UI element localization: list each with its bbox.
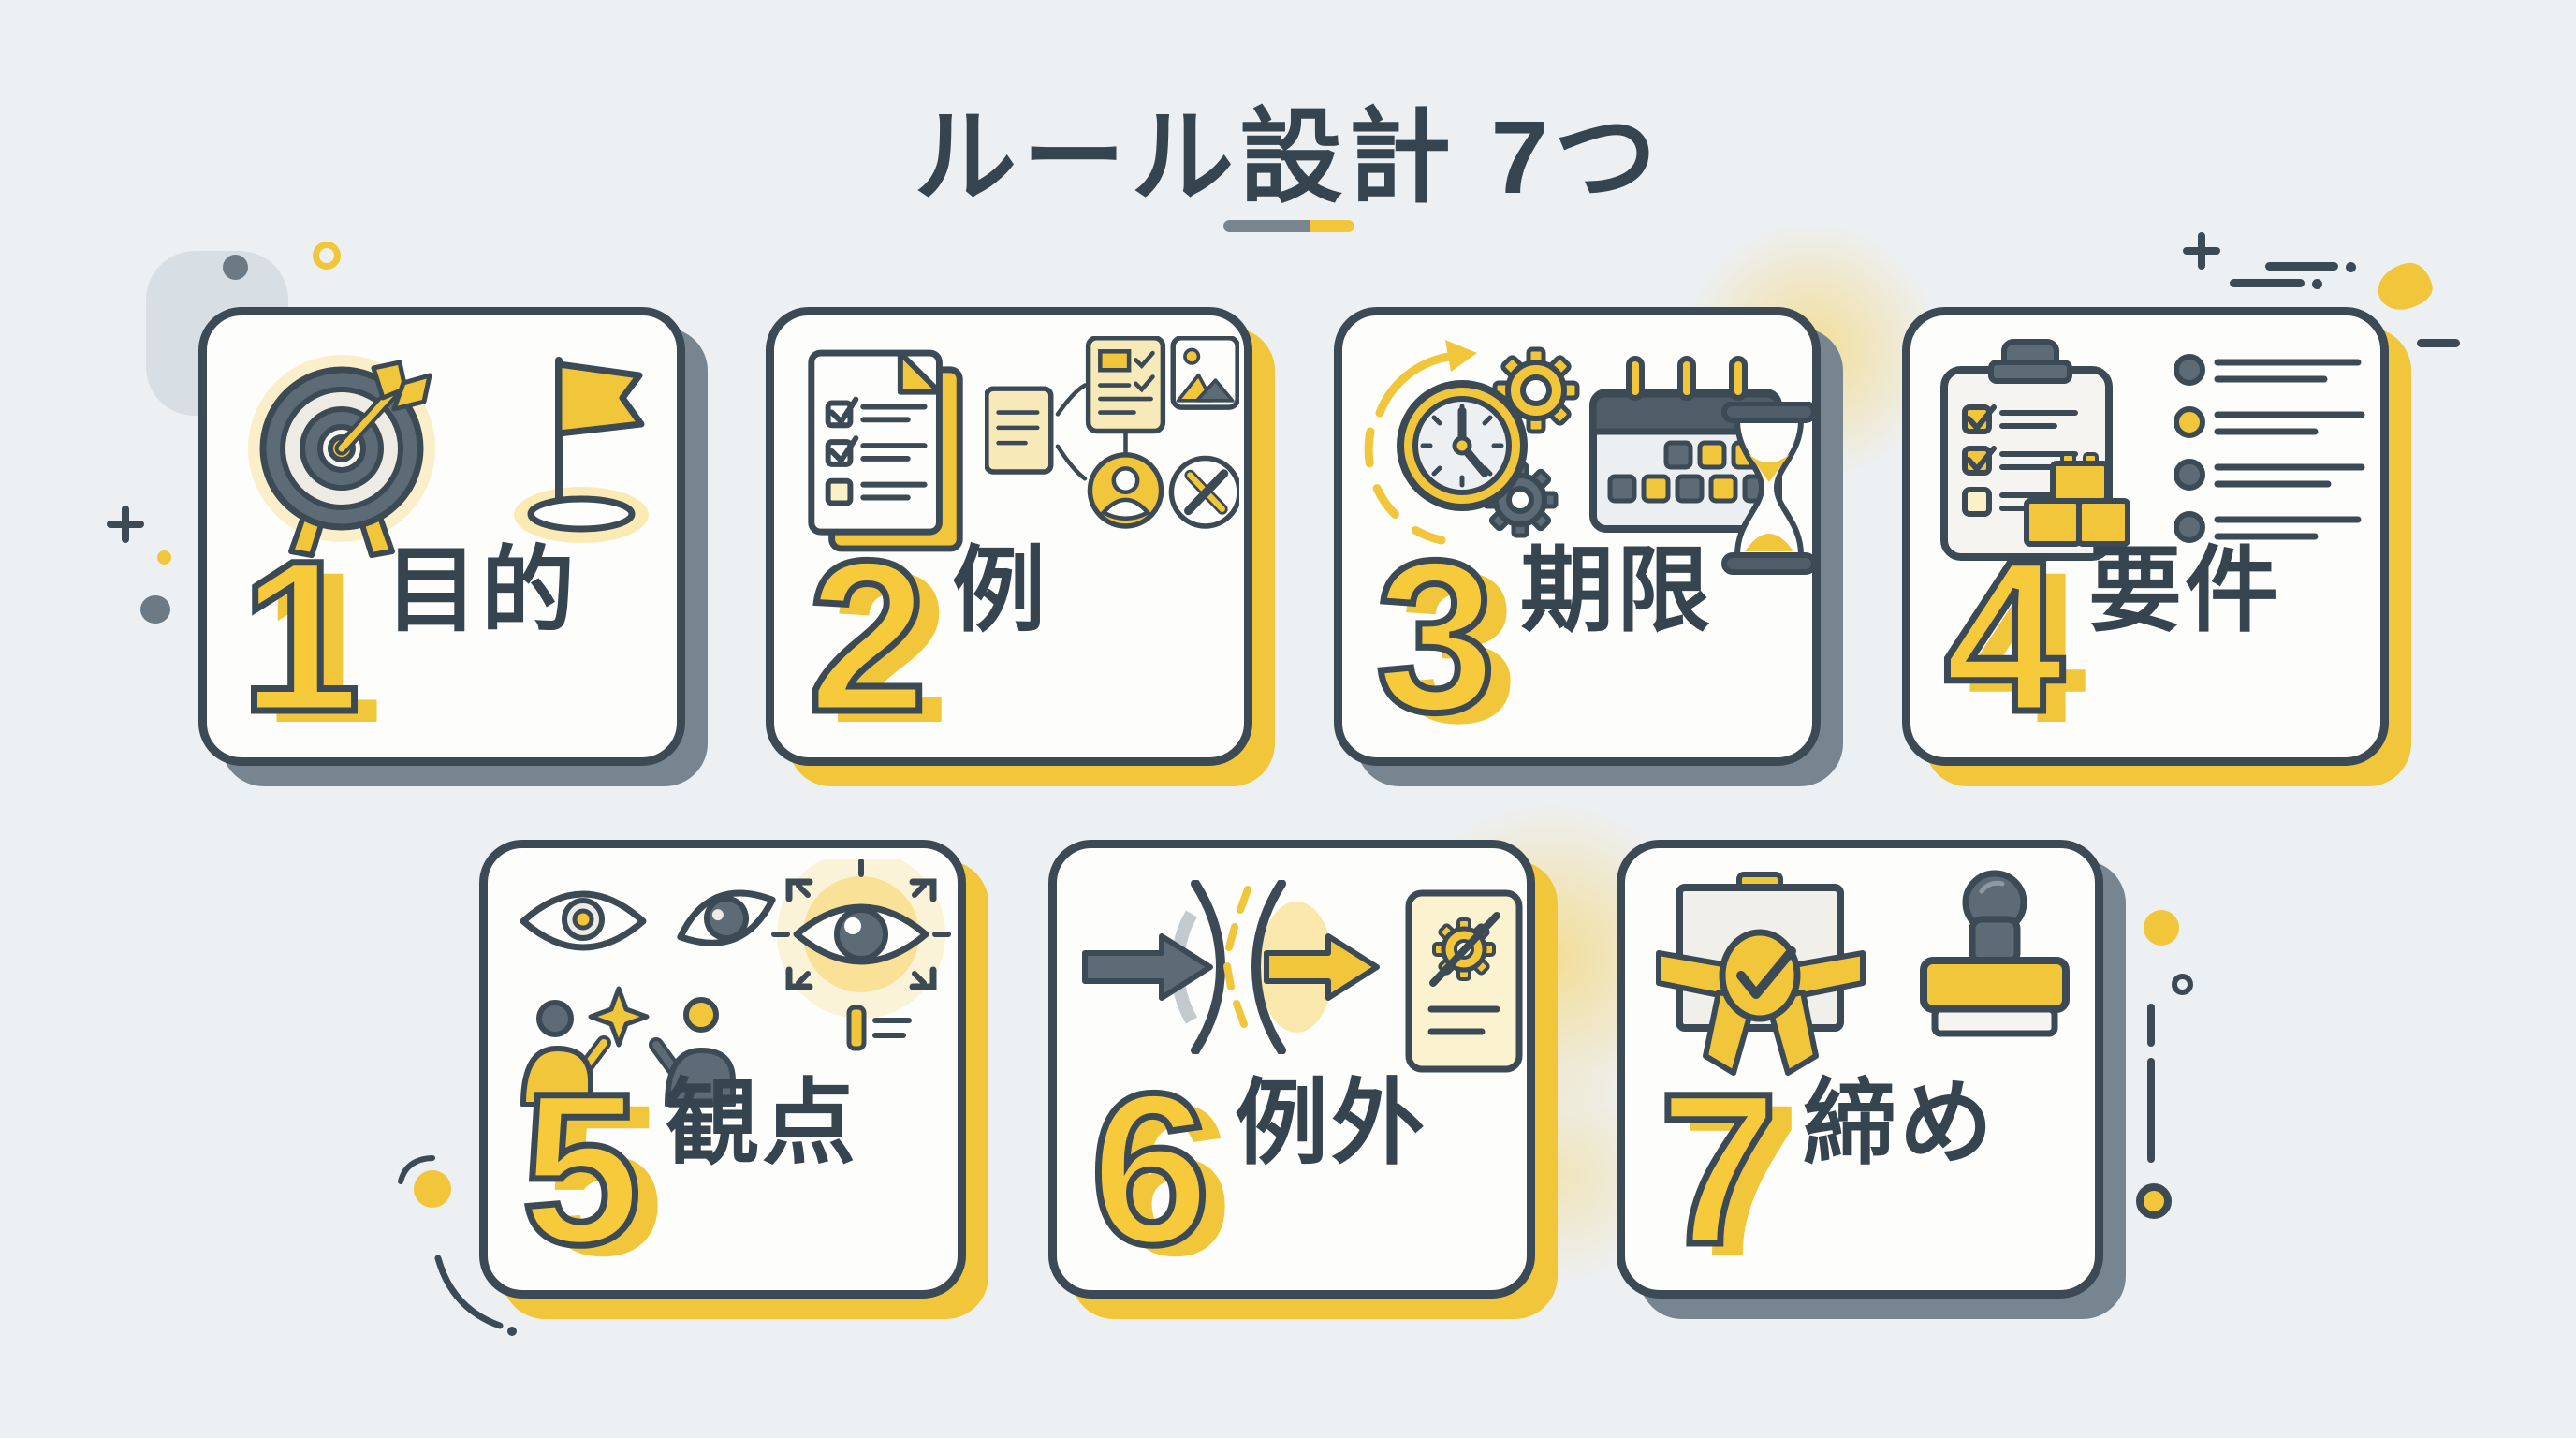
small-arc [398, 1155, 435, 1184]
card-deadline: 3 期限 [1334, 307, 1821, 766]
speed-line-1 [2265, 262, 2338, 271]
dark-ring-right [2172, 974, 2193, 995]
yellow-dot-small [157, 550, 171, 565]
no-gear-document-icon [1405, 889, 1523, 1073]
card-requirements: 4 要件 [1902, 307, 2389, 766]
card-label: 期限 [1520, 538, 1713, 643]
card-purpose: 1 目的 [198, 307, 685, 766]
card-label: 締め [1803, 1071, 1996, 1176]
plus-mark-left [107, 506, 144, 543]
goal-flag-icon [514, 357, 649, 543]
yellow-dot-right [2144, 910, 2179, 946]
underline-yellow-segment [1310, 220, 1354, 232]
building-blocks-icon [2024, 452, 2130, 547]
dash-right [2417, 339, 2460, 347]
card-closing: 7 締め [1617, 840, 2103, 1299]
card-number: 7 [1656, 1049, 1782, 1289]
yellow-ring-dot [2136, 1183, 2172, 1219]
person-icon [1087, 452, 1164, 529]
focus-eye-icon [771, 859, 951, 1051]
card-viewpoint: 5 観点 [479, 840, 966, 1299]
speed-dot-1 [2346, 262, 2356, 272]
card-number: 1 [238, 516, 364, 756]
clipboard-checklist-icon [1940, 339, 2130, 561]
card-label: 観点 [666, 1071, 858, 1176]
gray-dot [223, 255, 248, 280]
card-number: 2 [805, 516, 931, 756]
image-icon [1170, 336, 1239, 410]
bullet-list-icon [2174, 354, 2365, 543]
speed-line-2 [2230, 279, 2305, 287]
target-arrow-icon [248, 355, 435, 558]
card-label: 目的 [385, 538, 578, 643]
people-star-icon [520, 986, 736, 1107]
page-title: ルール設計 7つ [914, 100, 1662, 215]
card-number: 5 [519, 1049, 645, 1289]
yellow-ring [313, 242, 341, 270]
speed-dot-2 [2312, 279, 2322, 289]
yellow-blob-top [2373, 258, 2437, 315]
big-arc [434, 1255, 517, 1336]
example-flow-icon [985, 336, 1239, 529]
gray-dot-small [140, 595, 170, 624]
card-label: 例外 [1235, 1071, 1427, 1176]
checklist-document-icon [808, 349, 963, 552]
profile-card-icon [1085, 336, 1166, 434]
pass-through-arrow-icon [1264, 933, 1380, 1001]
vertical-dash-2 [2147, 1058, 2155, 1163]
gear-top-icon [1492, 346, 1580, 434]
underline-gray-segment [1223, 220, 1310, 232]
card-label: 要件 [2088, 538, 2281, 643]
card-label: 例 [952, 538, 1048, 643]
stamp-icon [1920, 870, 2070, 1037]
design-tools-icon [1168, 455, 1239, 529]
yellow-dot-bottom [414, 1170, 451, 1208]
barrier-arrows-icon [1082, 880, 1380, 1054]
clock-gears-icon [1364, 340, 1580, 545]
blocked-arrow-icon [1082, 933, 1213, 1001]
card-example: 2 例 [766, 307, 1252, 766]
tilted-eye-icon [677, 889, 776, 946]
card-number: 3 [1373, 516, 1500, 756]
title-underline [1223, 220, 1354, 232]
card-number: 6 [1088, 1049, 1214, 1289]
card-exception: 6 例外 [1048, 840, 1535, 1299]
plus-mark-right [2183, 232, 2220, 270]
hourglass-icon [1721, 402, 1817, 575]
eye-icon [520, 890, 647, 951]
card-number: 4 [1941, 516, 2068, 756]
vertical-dash-1 [2147, 1004, 2155, 1047]
